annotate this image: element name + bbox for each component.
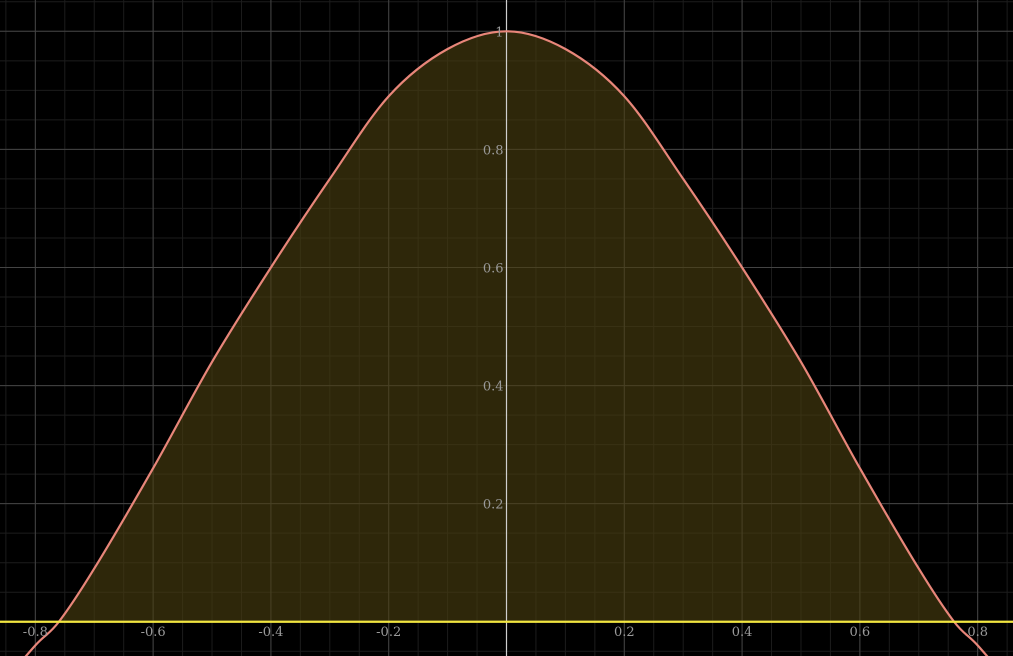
x-tick-labels: -0.8 -0.6 -0.4 -0.2 0.2 0.4 0.6 0.8 (23, 625, 988, 640)
series-layer (0, 30, 1013, 656)
x-tick-label: 0.8 (967, 625, 988, 640)
y-tick-label: 0.4 (483, 380, 504, 395)
x-tick-label: -0.4 (258, 625, 283, 640)
y-tick-label: 0.2 (483, 498, 504, 513)
x-tick-label: 0.4 (732, 625, 753, 640)
x-tick-label: 0.2 (614, 625, 635, 640)
x-tick-label: 0.6 (850, 625, 871, 640)
y-tick-labels: 0.2 0.4 0.6 0.8 1 (483, 25, 504, 512)
x-tick-label: -0.8 (23, 625, 48, 640)
y-tick-label: 0.6 (483, 261, 504, 276)
x-tick-label: -0.2 (376, 625, 401, 640)
x-tick-label: -0.6 (141, 625, 166, 640)
y-tick-label: 1 (495, 25, 503, 40)
y-tick-label: 0.8 (483, 143, 504, 158)
series-line-0 (24, 30, 989, 656)
